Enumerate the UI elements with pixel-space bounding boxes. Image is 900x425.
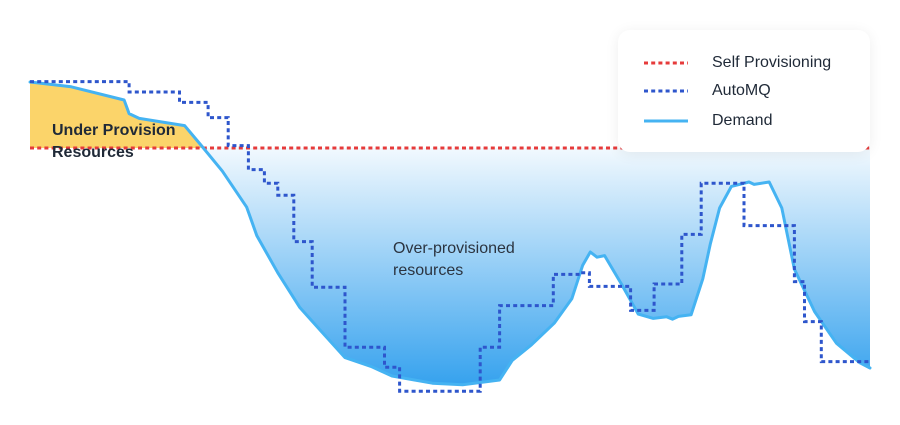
legend-swatch-demand — [644, 119, 688, 123]
automq-line — [30, 80, 870, 393]
demand-line — [28, 80, 872, 387]
chart-legend: Self Provisioning AutoMQ Demand — [618, 30, 870, 152]
legend-label-automq: AutoMQ — [712, 82, 771, 99]
legend-label-demand: Demand — [712, 112, 773, 129]
legend-label-self-provisioning: Self Provisioning — [712, 54, 832, 71]
under-provision-line-2: Resources — [52, 144, 134, 161]
under-provision-region — [30, 82, 204, 148]
legend-item-automq: AutoMQ — [642, 80, 771, 102]
legend-item-demand: Demand — [642, 110, 772, 132]
legend-item-self-provisioning: Self Provisioning — [642, 52, 831, 74]
over-provisioned-line-2: resources — [393, 262, 464, 279]
under-provision-annotation: Under Provision Resources — [52, 120, 176, 164]
over-provisioned-annotation: Over-provisioned resources — [393, 238, 515, 282]
over-provisioned-region — [203, 148, 871, 385]
legend-swatch-automq — [644, 89, 688, 93]
over-provisioned-line-1: Over-provisioned — [393, 240, 515, 257]
under-provision-line-1: Under Provision — [52, 122, 176, 139]
legend-swatch-self-provisioning — [644, 61, 688, 65]
